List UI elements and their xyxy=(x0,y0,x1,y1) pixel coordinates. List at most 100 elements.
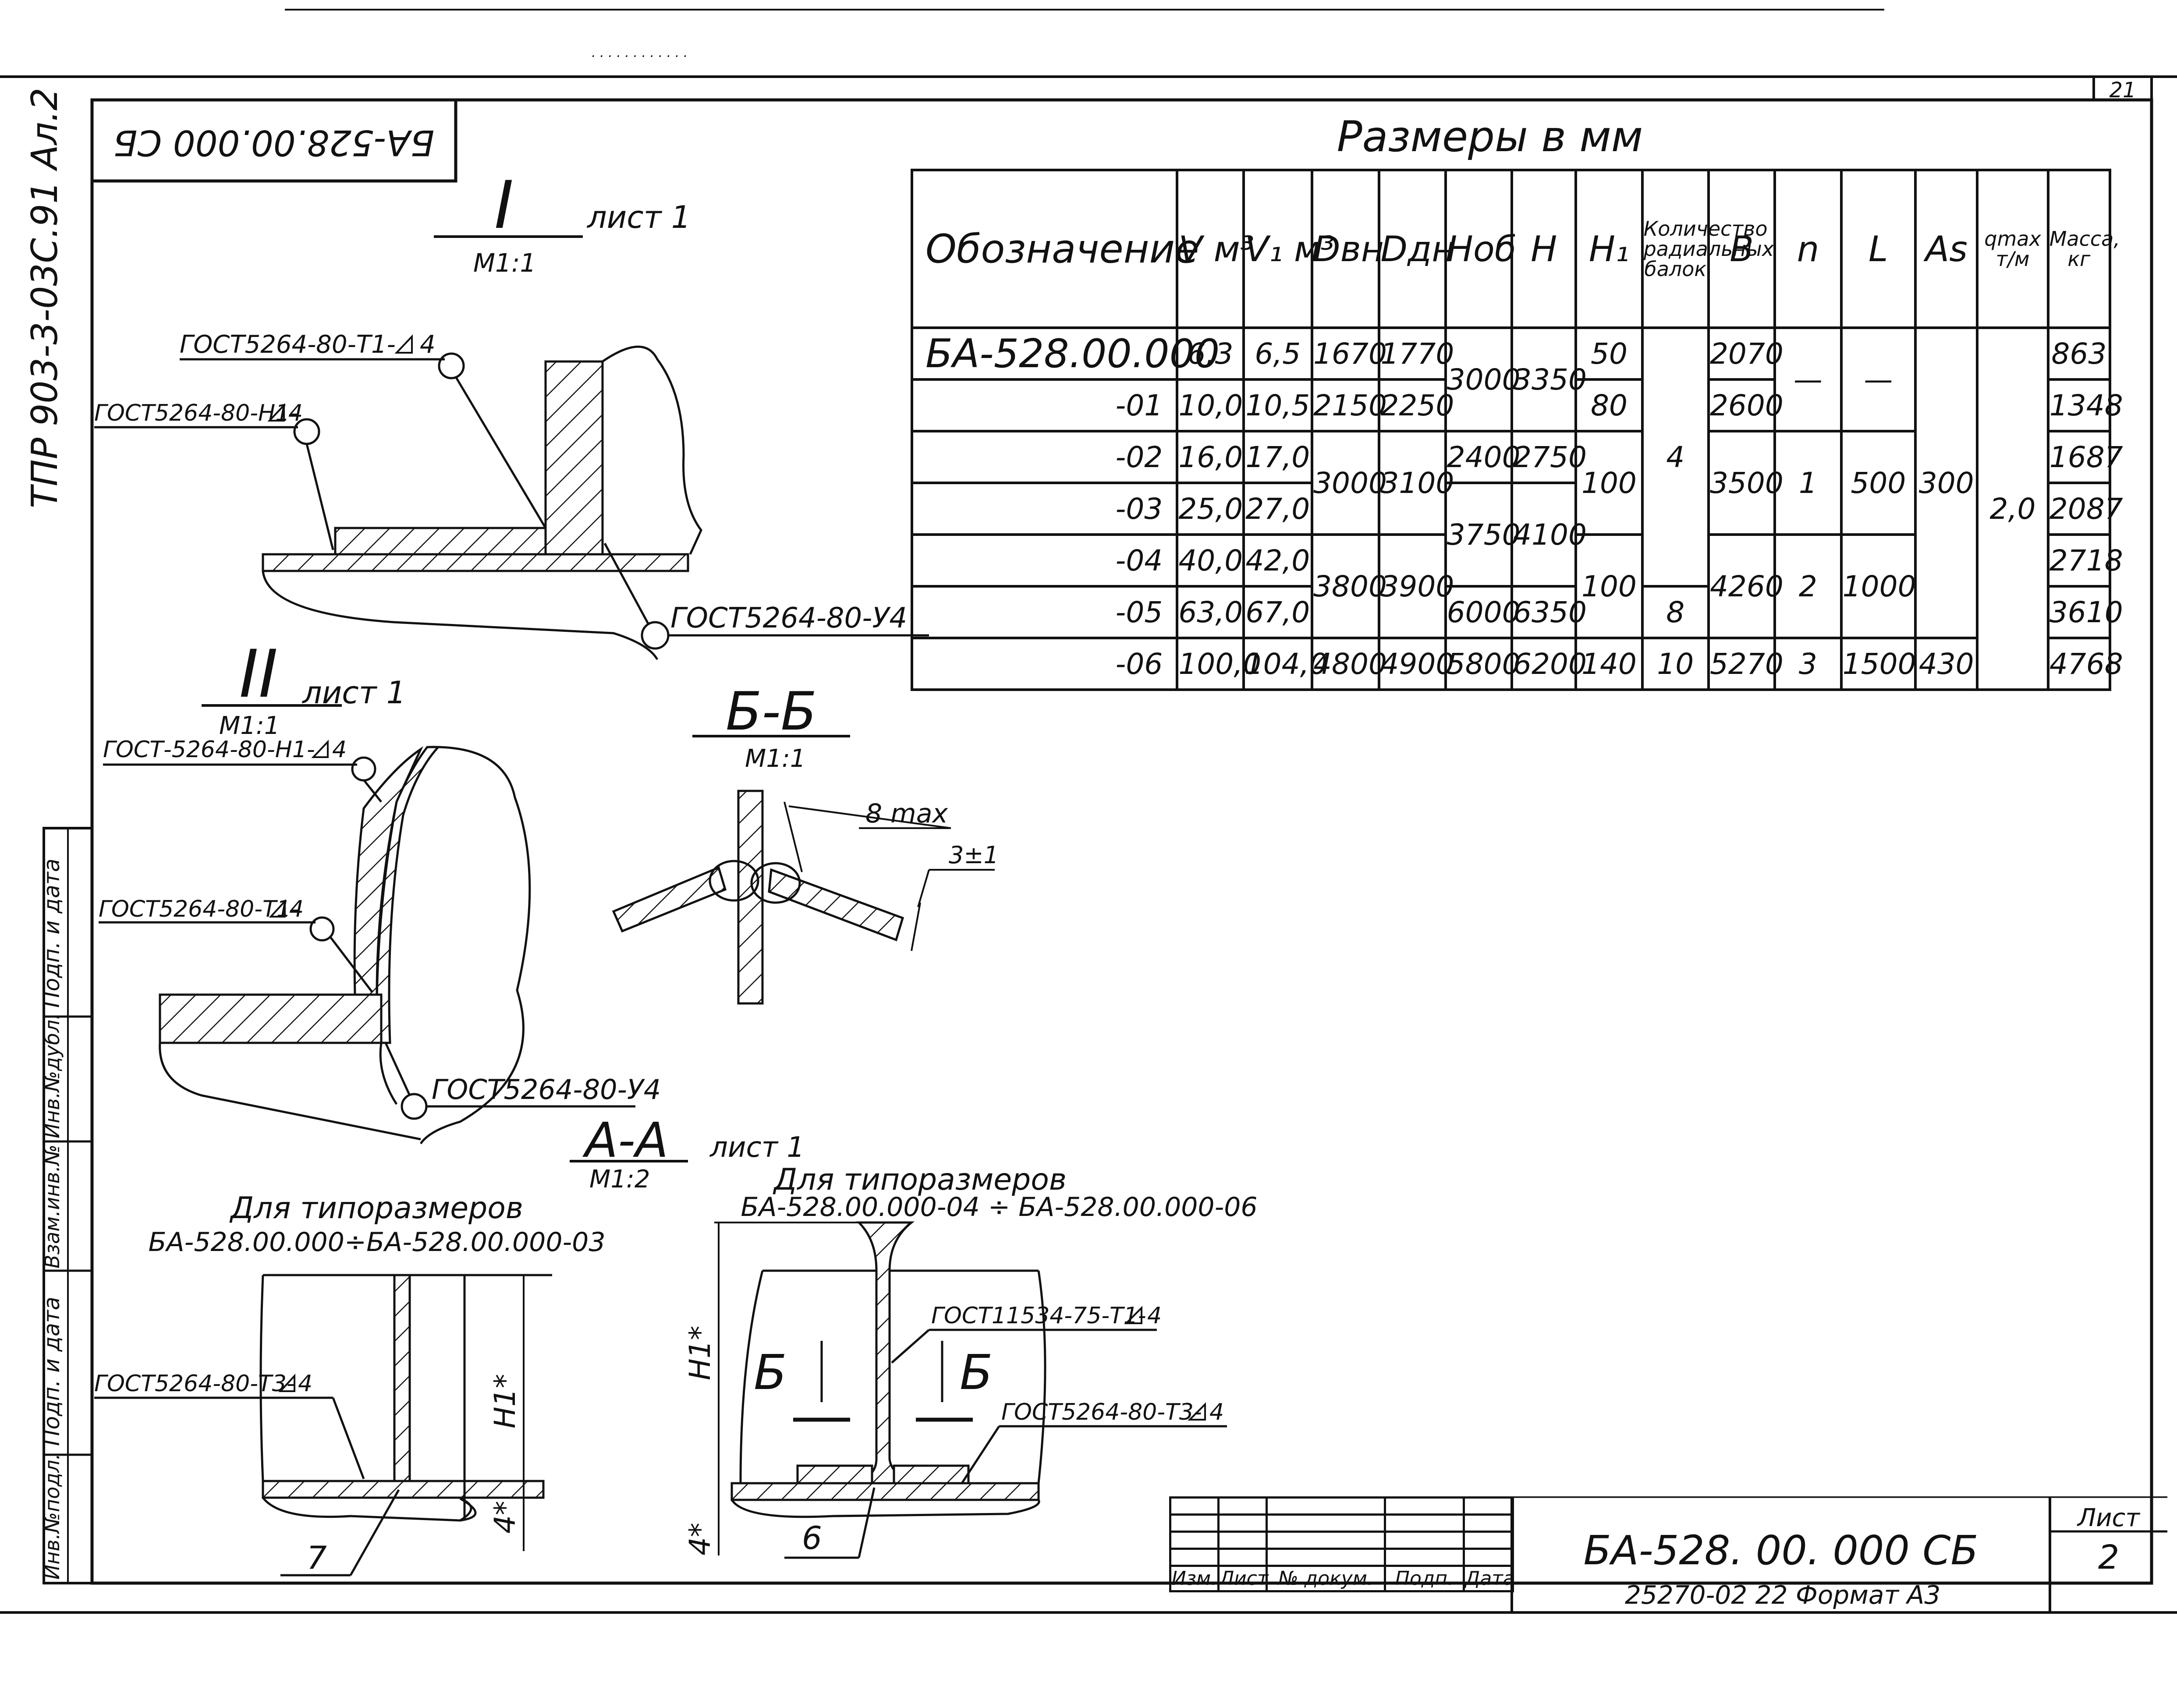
section-bb-dim xyxy=(784,801,803,872)
cell-h: 6200 xyxy=(1510,637,1587,691)
cell-h: 2750 xyxy=(1510,430,1587,484)
section-bb-dim xyxy=(911,902,921,951)
right-aa-range: БА-528.00.000-04 ÷ БА-528.00.000-06 xyxy=(741,1192,1257,1223)
cell-beams: 10 xyxy=(1641,637,1710,691)
header-designation: Обозначение xyxy=(910,169,1199,329)
top-scribble: . . . . . . . . . . . . xyxy=(592,45,688,60)
table-row: -04 40,0 42,0 3800 3900 100 4260 2 1000 … xyxy=(910,533,2123,639)
cell-mass: 3610 xyxy=(2046,585,2123,639)
section-bb-weld-left xyxy=(709,860,759,902)
node-2-weld-line xyxy=(379,1042,398,1105)
side-stamp-dup-inv: Инв.№дубл. xyxy=(40,1013,64,1138)
node-1-scale: М1:1 xyxy=(473,248,536,278)
node-2-weld-n1-leg: 4 xyxy=(332,737,347,763)
cell-hob: 3750 xyxy=(1444,482,1521,588)
title-block-frame: Лист 2 БА-528. 00. 000 СБ 25270-02 22 Фо… xyxy=(1510,1496,2167,1611)
cell-dvn: 3000 xyxy=(1310,430,1387,536)
header-v1: V₁ м³ xyxy=(1242,169,1334,329)
cell-l: 1500 xyxy=(1840,637,1917,691)
title-block: Изм. Лист № докум. Подп. Дата Лист 2 БА-… xyxy=(1169,1496,2167,1611)
left-aa-break-line xyxy=(259,1275,264,1481)
node-2-weld-n1: ГОСТ-5264-80-Н1- xyxy=(103,737,315,763)
cell-designation: -04 xyxy=(910,533,1179,588)
cell-ddn: 2250 xyxy=(1378,378,1454,432)
table-row: -06 100,0 104,0 4800 4900 5800 6200 140 … xyxy=(910,637,2123,691)
side-stamp-replace-inv: Взам.инв.№ xyxy=(40,1145,64,1269)
header-ddn: Dдн xyxy=(1378,169,1455,329)
weld-triangle-icon xyxy=(1124,1306,1142,1324)
side-stamp-sign-date-2: Подп. и дата xyxy=(39,1297,64,1446)
cell-n: — xyxy=(1773,326,1843,432)
cell-v1: 6,5 xyxy=(1242,326,1314,381)
cell-h1: 140 xyxy=(1574,637,1644,691)
node-1-bottom-plate xyxy=(262,553,689,572)
cell-v: 100,0 xyxy=(1176,637,1261,691)
cell-l: 500 xyxy=(1840,430,1917,536)
cell-ddn: 4900 xyxy=(1378,637,1454,691)
cell-dvn: 1670 xyxy=(1310,326,1387,381)
node-2-weld-t1-leg: 4 xyxy=(289,896,304,922)
right-aa-flange-left xyxy=(796,1464,873,1485)
node-1-detail: I лист 1 М1:1 ГОСТ5264-80-Т1- 4 ГОСТ5264… xyxy=(94,167,929,660)
page-number: 21 xyxy=(2109,78,2136,103)
right-aa-caption: Для типоразмеров xyxy=(773,1162,1067,1197)
weld-triangle-icon xyxy=(394,334,413,354)
section-bb-dim xyxy=(788,805,951,829)
right-aa-ibeam xyxy=(852,1221,921,1487)
right-aa-weld-bot: ГОСТ5264-80-Т3- xyxy=(1001,1399,1202,1425)
project-ref: ТПР 903-3-03С.91 Ал.2 xyxy=(24,88,66,508)
left-aa-range: БА-528.00.000÷БА-528.00.000-03 xyxy=(148,1227,605,1258)
right-aa-weld-top: ГОСТ11534-75-Т1- xyxy=(931,1303,1146,1329)
drawing-designation: БА-528. 00. 000 СБ xyxy=(1583,1527,1978,1574)
node-2-leader xyxy=(363,779,382,803)
cell-v1: 67,0 xyxy=(1242,585,1314,639)
cell-mass: 2087 xyxy=(2046,482,2123,536)
node-2-weld-t1: ГОСТ5264-80-Т1- xyxy=(99,896,299,922)
cell-h1: 80 xyxy=(1574,378,1644,432)
node-2-weld-circle xyxy=(401,1093,428,1120)
cell-hob: 6000 xyxy=(1444,585,1521,639)
section-bb-right-rib xyxy=(768,868,904,942)
section-bb-dim xyxy=(917,869,930,907)
node-2-break-line xyxy=(159,1042,421,1141)
section-bb-tol: 3±1 xyxy=(949,841,999,869)
cell-h: 3350 xyxy=(1510,326,1587,432)
cell-b: 5270 xyxy=(1707,637,1783,691)
node-2-detail: II лист 1 М1:1 ГОСТ-5264-80-Н1- 4 ГОСТ52… xyxy=(99,636,661,1145)
weld-triangle-icon xyxy=(269,899,286,918)
cell-h1: 100 xyxy=(1574,533,1644,639)
left-aa-weld-leg: 4 xyxy=(298,1371,312,1397)
right-aa-dim-h1: H1* xyxy=(683,1325,717,1380)
header-beams: Количество радиальных балок xyxy=(1641,169,1774,329)
node-1-weld-t1-leg: 4 xyxy=(420,330,436,359)
cell-v: 63,0 xyxy=(1176,585,1245,639)
cell-as: 430 xyxy=(1914,637,1979,691)
right-aa-dim-4: 4* xyxy=(683,1523,717,1556)
cell-l: 1000 xyxy=(1840,533,1917,639)
cell-b: 3500 xyxy=(1707,430,1783,536)
table-header-row: Обозначение V м³ V₁ м³ Dвн Dдн Hоб H H₁ … xyxy=(910,169,2120,329)
right-aa-pos: 6 xyxy=(802,1520,822,1556)
right-aa-weld-bot-leg: 4 xyxy=(1209,1399,1224,1425)
header-v: V м³ xyxy=(1176,169,1254,329)
section-bb-label: Б-Б xyxy=(726,681,817,742)
node-1-number: I xyxy=(494,167,514,244)
cell-hob: 5800 xyxy=(1444,637,1521,691)
header-dvn: Dвн xyxy=(1310,169,1384,329)
node-2-sheet: лист 1 xyxy=(301,675,406,711)
section-bb-gap: 8 max xyxy=(865,798,948,829)
header-l: L xyxy=(1840,169,1917,329)
cell-n: 2 xyxy=(1773,533,1843,639)
left-aa-pos-line xyxy=(349,1489,400,1576)
cell-l: — xyxy=(1840,326,1917,432)
cell-designation: -03 xyxy=(910,482,1179,536)
col-change: Изм. xyxy=(1169,1565,1220,1592)
left-aa-leader xyxy=(332,1397,365,1479)
cell-ddn: 3900 xyxy=(1378,533,1454,639)
header-b: B xyxy=(1707,169,1776,329)
node-2-number: II xyxy=(239,636,278,712)
cell-beams: 8 xyxy=(1641,585,1710,639)
header-mass: Масса, кг xyxy=(2046,169,2120,329)
cell-h: 4100 xyxy=(1510,482,1587,588)
